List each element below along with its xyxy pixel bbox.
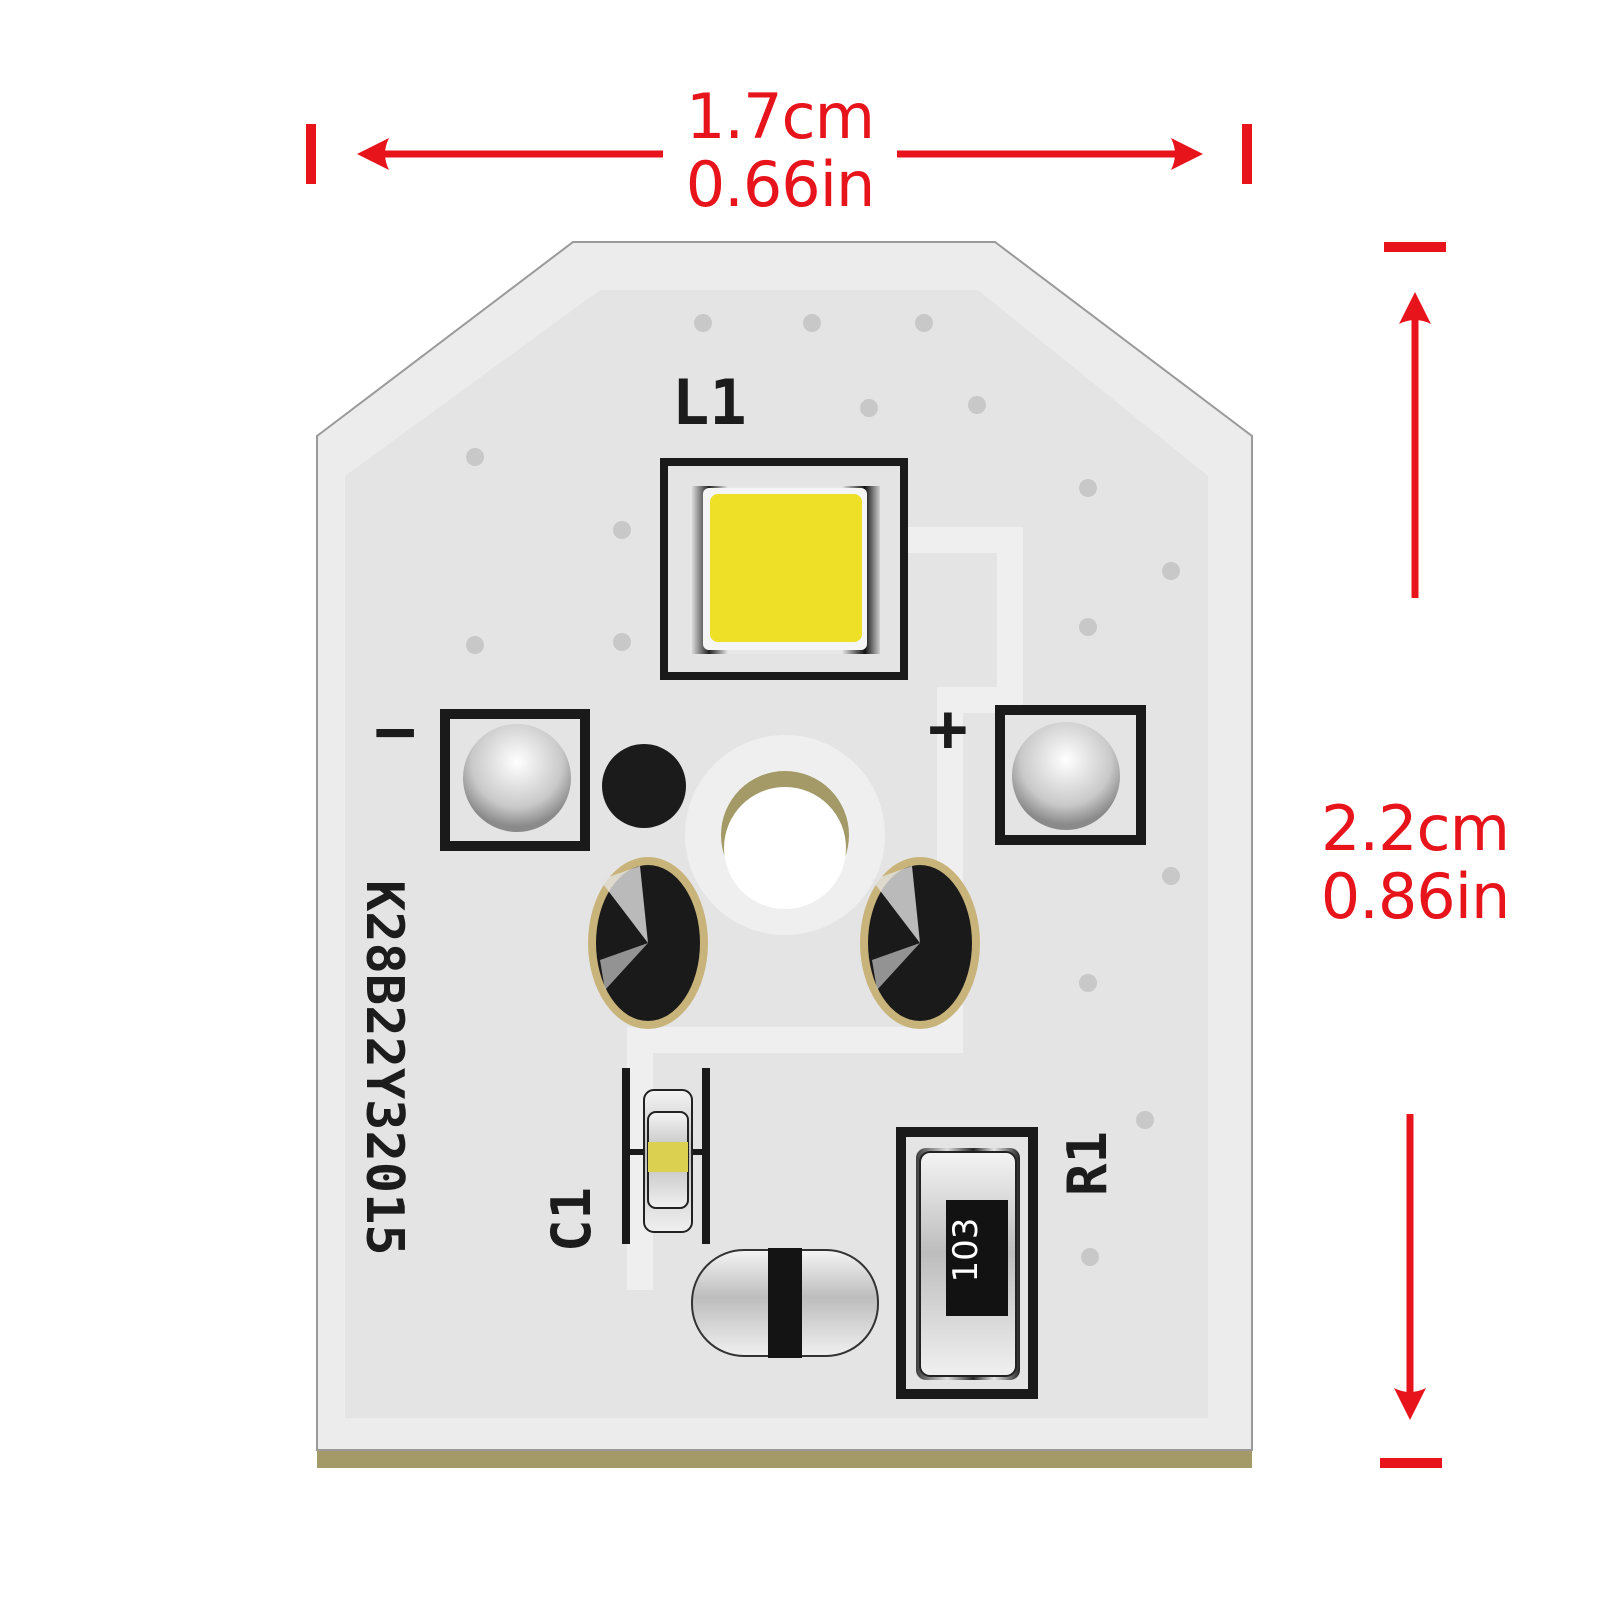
arrow-down-icon <box>1394 1114 1426 1420</box>
height-cm: 2.2cm <box>1320 792 1510 865</box>
negative-label: − <box>374 690 417 772</box>
width-tick-right <box>1242 124 1252 184</box>
width-tick-left <box>306 124 316 184</box>
width-label: 1.7cm 0.66in <box>660 83 900 219</box>
resistor-designator: R1 <box>1056 1130 1119 1196</box>
board-edge <box>317 1448 1252 1468</box>
arrow-up-icon <box>1399 292 1431 598</box>
positive-label: + <box>928 690 968 767</box>
via-dots <box>466 314 1180 1266</box>
part-number: K28B22Y32015 <box>354 880 414 1256</box>
led-designator: L1 <box>672 366 747 439</box>
height-tick-top <box>1384 242 1446 252</box>
width-cm: 1.7cm <box>685 80 875 153</box>
arrow-right-icon <box>897 138 1203 170</box>
height-tick-bottom <box>1380 1458 1442 1468</box>
arrow-left-icon <box>357 138 663 170</box>
resistor-marking: 103 <box>946 1217 986 1283</box>
height-label: 2.2cm 0.86in <box>1300 795 1530 931</box>
height-in: 0.86in <box>1320 860 1511 933</box>
width-in: 0.66in <box>685 148 876 221</box>
capacitor-designator: C1 <box>540 1186 603 1252</box>
